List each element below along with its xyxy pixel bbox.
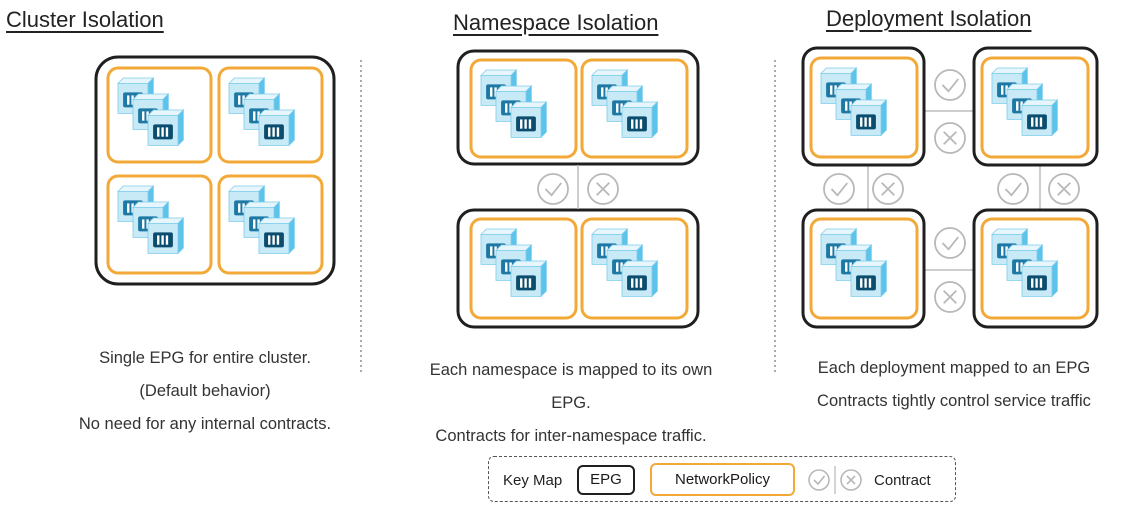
allow-contract-icon xyxy=(808,469,830,491)
namespace-isolation-title: Namespace Isolation xyxy=(453,10,659,35)
container-stack-icon xyxy=(820,67,888,137)
allow-contract-icon xyxy=(537,173,569,205)
caption-line: No need for any internal contracts. xyxy=(78,415,332,433)
deny-contract-icon xyxy=(587,173,619,205)
key-map: Key Map EPG NetworkPolicy Contract xyxy=(488,456,956,502)
caption-line: EPG. xyxy=(551,394,591,412)
allow-contract-icon xyxy=(823,173,855,205)
network-policy-legend-box: NetworkPolicy xyxy=(650,463,795,496)
cluster-isolation-caption: Single EPG for entire cluster. (Default … xyxy=(30,342,380,441)
allow-contract-icon xyxy=(934,227,966,259)
contract-legend-icons xyxy=(808,466,862,494)
caption-line: Contracts tightly control service traffi… xyxy=(817,392,1091,410)
cluster-isolation-title: Cluster Isolation xyxy=(6,7,164,32)
allow-contract-icon xyxy=(997,173,1029,205)
container-stack-icon xyxy=(591,69,659,139)
container-stack-icon xyxy=(228,77,296,147)
deployment-isolation-title: Deployment Isolation xyxy=(826,6,1032,31)
contract-legend-label: Contract xyxy=(874,472,931,489)
deny-contract-icon xyxy=(934,122,966,154)
allow-contract-icon xyxy=(934,69,966,101)
container-stack-icon xyxy=(117,77,185,147)
caption-line: Single EPG for entire cluster. xyxy=(99,349,311,367)
deployment-isolation-caption: Each deployment mapped to an EPG Contrac… xyxy=(774,352,1134,418)
container-stack-icon xyxy=(991,67,1059,137)
container-stack-icon xyxy=(480,228,548,298)
deny-contract-icon xyxy=(872,173,904,205)
container-stack-icon xyxy=(591,228,659,298)
caption-line: Each namespace is mapped to its own xyxy=(429,361,713,379)
container-stack-icon xyxy=(228,185,296,255)
container-stack-icon xyxy=(820,228,888,298)
caption-line: (Default behavior) xyxy=(139,382,271,400)
namespace-isolation-caption: Each namespace is mapped to its own EPG.… xyxy=(391,354,751,453)
key-map-title: Key Map xyxy=(503,472,563,489)
caption-line: Contracts for inter-namespace traffic. xyxy=(435,427,707,445)
container-stack-icon xyxy=(991,228,1059,298)
deny-contract-icon xyxy=(840,469,862,491)
caption-line: Each deployment mapped to an EPG xyxy=(817,359,1091,377)
deny-contract-icon xyxy=(1048,173,1080,205)
epg-legend-box: EPG xyxy=(577,465,635,495)
container-stack-icon xyxy=(117,185,185,255)
container-stack-icon xyxy=(480,69,548,139)
deny-contract-icon xyxy=(934,281,966,313)
